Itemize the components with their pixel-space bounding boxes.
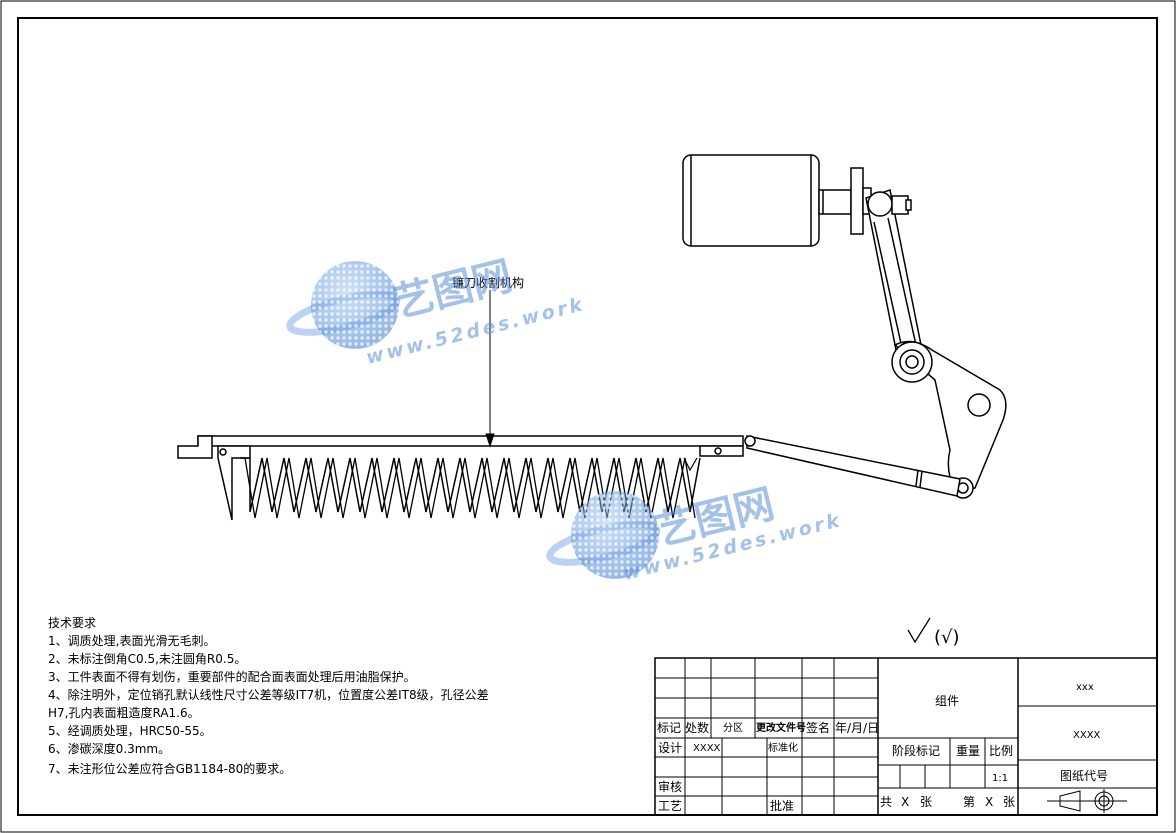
technical-requirements: 技术要求 1、调质处理,表面光滑无毛刺。 2、未标注倒角C0.5,未注圆角R0.… xyxy=(48,616,489,776)
tb-designer: XXXX xyxy=(693,743,721,754)
tb-date: 年/月/日 xyxy=(835,721,879,735)
connecting-rod xyxy=(746,435,961,497)
tb-stage-mark: 阶段标记 xyxy=(892,743,940,758)
tb-weight: 重量 xyxy=(956,744,980,758)
tb-company: xxx xyxy=(1076,682,1094,693)
tb-total-unit: 张 xyxy=(920,795,932,809)
tech-req-item: H7,孔内表面粗造度RA1.6。 xyxy=(48,705,200,720)
watermark-logo xyxy=(286,261,401,349)
surface-finish-note: (√) xyxy=(934,627,960,648)
tb-sheet-unit: 张 xyxy=(1003,795,1015,809)
part-label: 镰刀收割机构 xyxy=(452,275,524,290)
tb-mark: 标记 xyxy=(657,721,681,735)
tb-assembly: 组件 xyxy=(935,694,959,708)
tb-signature: 签名 xyxy=(806,720,830,735)
cutter-bar xyxy=(177,435,744,521)
part-label-leader xyxy=(485,290,495,448)
tb-scale-value: 1:1 xyxy=(992,773,1008,784)
tech-req-item: 3、工件表面不得有划伤，重要部件的配合面表面处理后用油脂保护。 xyxy=(48,669,416,684)
tech-req-item: 2、未标注倒角C0.5,未注圆角R0.5。 xyxy=(48,651,246,666)
tech-req-item: 6、渗碳深度0.3mm。 xyxy=(48,741,170,756)
tb-change-doc: 更改文件号 xyxy=(756,721,806,734)
tb-sheet-x: X xyxy=(985,795,993,809)
drive-mechanism xyxy=(682,154,1007,499)
tb-drawing-code: 图纸代号 xyxy=(1060,769,1108,783)
tb-standardize: 标准化 xyxy=(768,741,798,754)
tb-review: 审核 xyxy=(658,779,682,794)
motor-body xyxy=(682,154,820,247)
watermark-logo xyxy=(546,491,661,579)
tb-design: 设计 xyxy=(658,741,682,755)
tb-process: 工艺 xyxy=(658,799,682,813)
tb-total-prefix: 共 xyxy=(880,795,892,809)
tech-req-item: 1、调质处理,表面光滑无毛刺。 xyxy=(48,634,215,648)
guide-rail xyxy=(197,435,744,447)
tb-count: 处数 xyxy=(685,720,709,735)
tb-zone: 分区 xyxy=(723,722,743,734)
motor-shaft xyxy=(818,189,852,215)
title-block xyxy=(654,657,1158,816)
tech-req-item: 4、除注明外，定位销孔默认线性尺寸公差等级IT7机，位置度公差IT8级，孔径公差 xyxy=(48,687,489,702)
tb-total-x: X xyxy=(901,795,909,809)
tech-req-title: 技术要求 xyxy=(48,616,96,630)
surface-finish-symbol xyxy=(907,617,931,644)
projection-symbol xyxy=(1047,789,1127,813)
tech-req-item: 5、经调质处理，HRC50-55。 xyxy=(48,724,212,738)
inner-frame xyxy=(17,17,1158,816)
tb-drawing-name: XXXX xyxy=(1073,730,1101,741)
flange xyxy=(850,167,864,235)
tb-sheet-prefix: 第 xyxy=(963,795,975,809)
tb-approve: 批准 xyxy=(770,798,794,813)
tech-req-item: 7、未注形位公差应符合GB1184-80的要求。 xyxy=(48,761,291,776)
tb-scale: 比例 xyxy=(989,744,1013,758)
